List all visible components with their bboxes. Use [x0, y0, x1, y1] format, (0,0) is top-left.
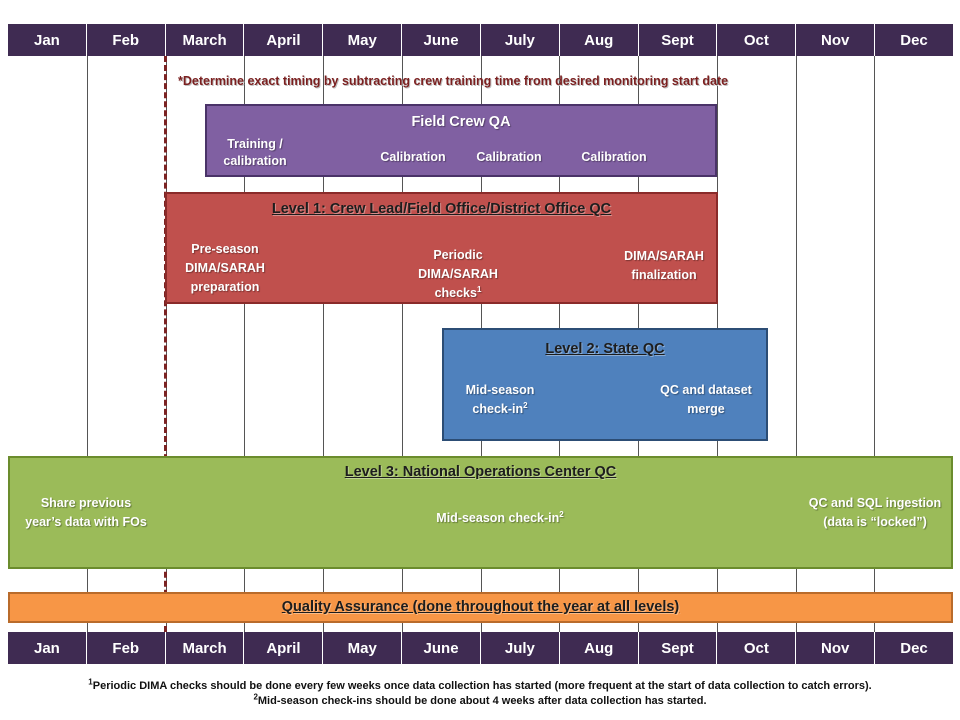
footnote-1-text: Periodic DIMA checks should be done ever…: [92, 680, 872, 692]
data-locked-text: (data is “locked”): [823, 515, 927, 529]
month-april: April: [244, 632, 324, 664]
footnote-1: 1Periodic DIMA checks should be done eve…: [0, 677, 960, 692]
month-jan: Jan: [8, 632, 87, 664]
month-gridline: [796, 56, 797, 632]
field-crew-qa-title: Field Crew QA: [411, 114, 511, 130]
month-oct: Oct: [717, 24, 797, 56]
level1-box: Level 1: Crew Lead/Field Office/District…: [165, 192, 718, 304]
sql-ingestion-label: QC and SQL ingestion (data is “locked”): [805, 494, 945, 532]
month-sept: Sept: [639, 24, 718, 56]
footnote-ref-2b: 2: [559, 509, 564, 519]
sql-ingestion-text: QC and SQL ingestion: [808, 496, 942, 510]
month-march: March: [166, 632, 245, 664]
month-gridline: [323, 56, 324, 632]
level2-midseason-label: Mid-season check-in2: [454, 381, 546, 419]
footnote-ref-2: 2: [523, 400, 528, 410]
month-gridline: [874, 56, 875, 632]
month-header-bottom: Jan Feb March April May June July Aug Se…: [8, 632, 953, 664]
periodic-checks-text: Periodic DIMA/SARAH checks: [418, 248, 498, 300]
finalization-label: DIMA/SARAH finalization: [624, 249, 704, 282]
month-jan: Jan: [8, 24, 87, 56]
month-may: May: [323, 24, 403, 56]
training-calibration-label: Training / calibration: [223, 137, 287, 168]
month-dec: Dec: [900, 639, 928, 657]
level2-title: Level 2: State QC: [545, 341, 665, 357]
share-data-label: Share previous year’s data with FOs: [25, 496, 147, 529]
level1-title: Level 1: Crew Lead/Field Office/District…: [271, 201, 612, 217]
month-june: June: [402, 24, 481, 56]
level3-title: Level 3: National Operations Center QC: [344, 464, 617, 480]
calibration-label-1: Calibration: [380, 150, 446, 164]
month-june: June: [402, 632, 481, 664]
month-july: July: [481, 24, 560, 56]
month-aug: Aug: [560, 24, 639, 56]
month-header-top: Jan Feb March April May June July Aug Se…: [8, 24, 953, 56]
calibration-label-3: Calibration: [581, 150, 647, 164]
footnote-2-text: Mid-season check-ins should be done abou…: [257, 695, 707, 707]
month-april: April: [244, 24, 324, 56]
month-feb: Feb: [87, 632, 166, 664]
month-dec: Dec: [900, 31, 928, 49]
timing-note: *Determine exact timing by subtracting c…: [178, 74, 729, 88]
month-may: May: [323, 632, 403, 664]
preseason-label: Pre-season DIMA/SARAH preparation: [185, 242, 265, 294]
dataset-merge-label: QC and dataset merge: [660, 383, 752, 416]
month-gridline: [244, 56, 245, 632]
footnote-1-marker: 1: [88, 677, 93, 687]
quality-assurance-title: Quality Assurance (done throughout the y…: [281, 599, 680, 615]
level3-box: Level 3: National Operations Center QC S…: [8, 456, 953, 569]
month-gridline: [87, 56, 88, 632]
month-feb: Feb: [87, 24, 166, 56]
footnote-ref-1: 1: [476, 284, 482, 294]
month-nov: Nov: [796, 632, 876, 664]
footnote-2: 2Mid-season check-ins should be done abo…: [0, 692, 960, 707]
quality-assurance-bar: Quality Assurance (done throughout the y…: [8, 592, 953, 623]
footnote-2-marker: 2: [253, 692, 258, 702]
month-gridline: [402, 56, 403, 632]
month-march: March: [166, 24, 245, 56]
level3-midseason-text: Mid-season check-in: [436, 511, 560, 525]
level2-midseason-text: Mid-season check-in: [465, 383, 535, 416]
level3-midseason-label: Mid-season check-in2: [435, 509, 565, 528]
month-sept: Sept: [639, 632, 718, 664]
calibration-label-2: Calibration: [476, 150, 542, 164]
monitoring-start-marker: [164, 56, 167, 632]
month-aug: Aug: [560, 632, 639, 664]
periodic-checks-label: Periodic DIMA/SARAH checks1: [403, 246, 513, 303]
month-oct: Oct: [717, 632, 797, 664]
month-july: July: [481, 632, 560, 664]
month-nov: Nov: [796, 24, 876, 56]
field-crew-qa-box: Field Crew QA Training / calibration Cal…: [205, 104, 717, 177]
level2-box: Level 2: State QC Mid-season check-in2 Q…: [442, 328, 768, 441]
